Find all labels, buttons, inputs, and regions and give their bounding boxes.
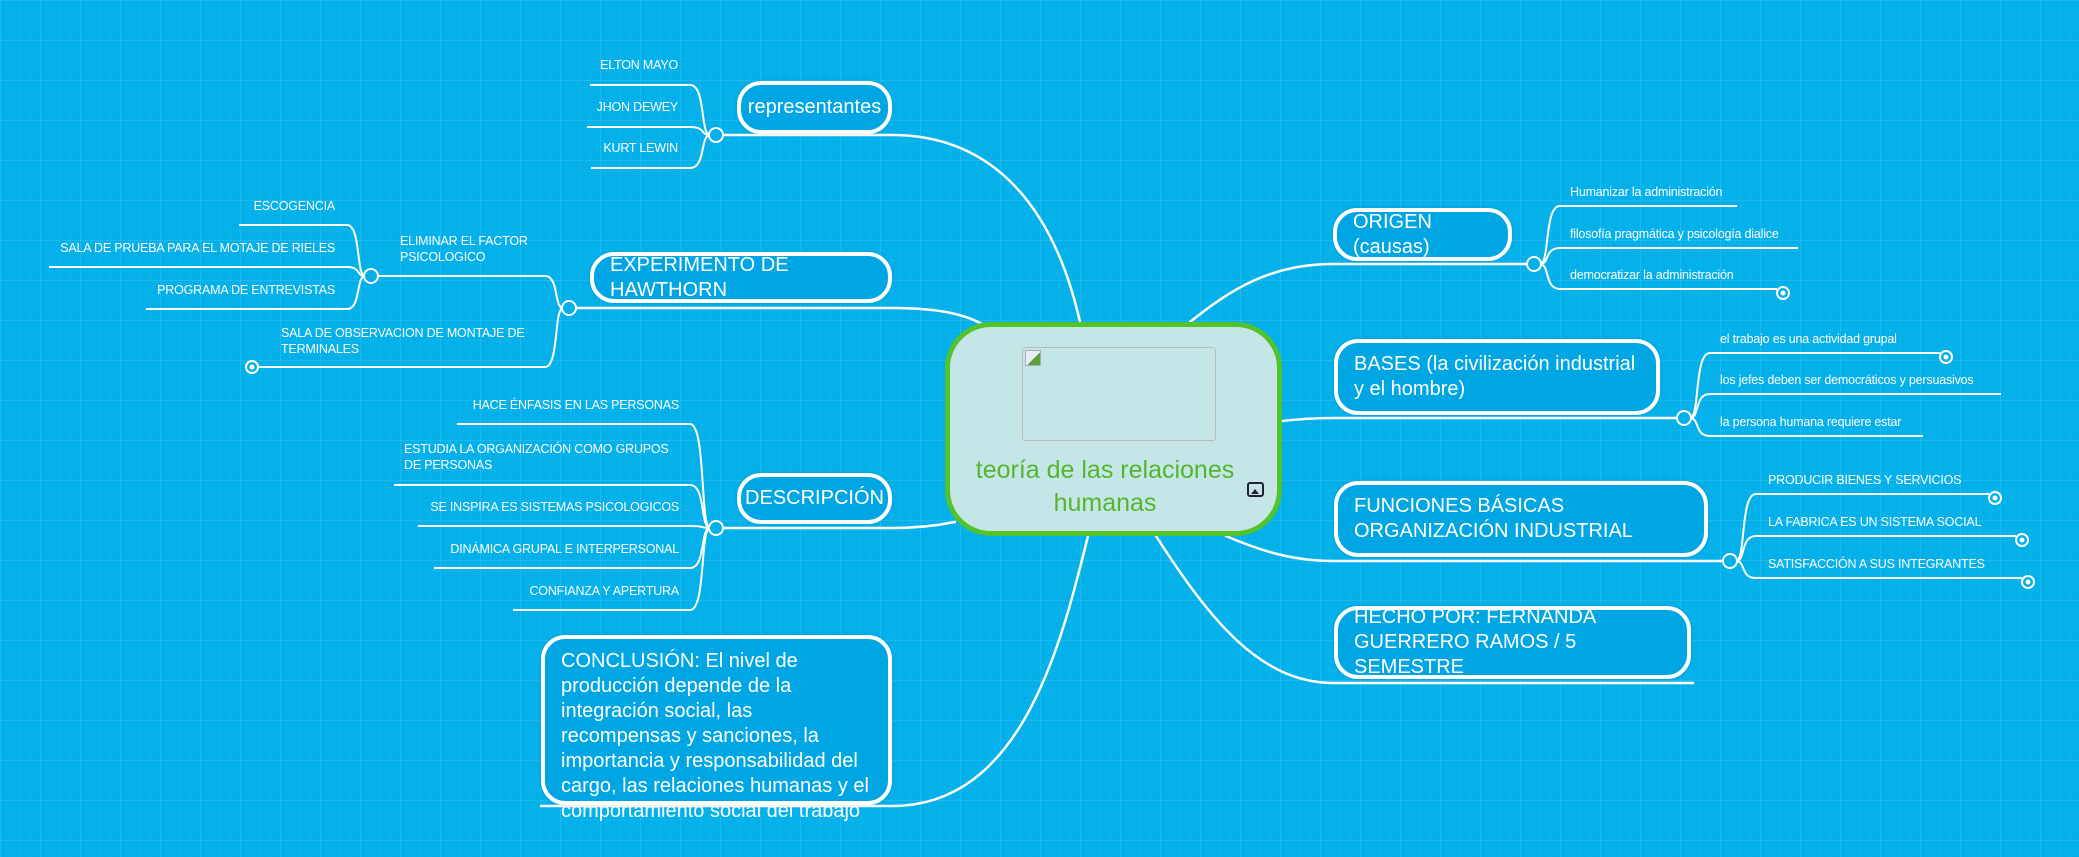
leaf-fabrica-sistema-social[interactable]: LA FABRICA ES UN SISTEMA SOCIAL <box>1768 515 1982 529</box>
leaf-connector <box>1689 417 1923 437</box>
leaf-satisfaccion[interactable]: SATISFACCIÓN A SUS INTEGRANTES <box>1768 557 1985 571</box>
leaf-connector <box>590 84 711 136</box>
leaf-dinamica-grupal[interactable]: DINÁMICA GRUPAL E INTERPERSONAL <box>450 542 679 556</box>
image-icon[interactable] <box>1247 482 1264 497</box>
leaf-sala-prueba[interactable]: SALA DE PRUEBA PARA EL MOTAJE DE RIELES <box>60 241 335 255</box>
branch-representantes[interactable]: representantes <box>737 81 892 134</box>
branch-hecho-por[interactable]: HECHO POR: FERNANDA GUERRERO RAMOS / 5 S… <box>1334 606 1691 679</box>
leaf-connector <box>1689 393 2001 419</box>
branch-label: DESCRIPCIÓN <box>745 487 884 509</box>
leaf-connector <box>258 307 564 368</box>
leaf-democratizar[interactable]: democratizar la administración <box>1570 268 1734 282</box>
collapsed-dot-icon <box>249 364 255 370</box>
branch-label: ORIGEN (causas) <box>1353 210 1432 258</box>
leaf-filosofia[interactable]: filosofía pragmática y psicología dialic… <box>1570 227 1779 241</box>
leaf-connector <box>49 266 366 277</box>
leaf-connector <box>377 275 564 309</box>
leaf-connector <box>457 423 711 529</box>
branch-collapse-toggle[interactable] <box>1676 410 1692 426</box>
leaf-connector <box>1539 263 1777 290</box>
branch-label: FUNCIONES BÁSICAS ORGANIZACIÓN INDUSTRIA… <box>1354 495 1633 542</box>
leaf-connector <box>587 126 711 136</box>
collapsed-dot-icon <box>1943 354 1949 360</box>
branch-bases[interactable]: BASES (la civilización industrial y el h… <box>1334 339 1660 415</box>
branch-label: EXPERIMENTO DE HAWTHORN <box>610 253 789 301</box>
collapsed-dot-icon <box>1780 290 1786 296</box>
collapsed-dot-icon <box>1992 495 1998 501</box>
branch-funciones[interactable]: FUNCIONES BÁSICAS ORGANIZACIÓN INDUSTRIA… <box>1334 481 1708 557</box>
branch-descripcion[interactable]: DESCRIPCIÓN <box>737 473 892 524</box>
leaf-connector <box>1735 493 1989 562</box>
branch-collapse-toggle[interactable] <box>1722 553 1738 569</box>
leaf-confianza[interactable]: CONFIANZA Y APERTURA <box>529 584 679 598</box>
branch-collapse-toggle[interactable] <box>708 127 724 143</box>
leaf-connector <box>394 484 711 529</box>
branch-experimento-hawthorn[interactable]: EXPERIMENTO DE HAWTHORN <box>590 252 892 303</box>
leaf-connector <box>1539 205 1737 265</box>
leaf-se-inspira[interactable]: SE INSPIRA ES SISTEMAS PSICOLOGICOS <box>430 500 679 514</box>
leaf-connector <box>418 525 711 529</box>
leaf-eliminar-factor-psicologico[interactable]: ELIMINAR EL FACTOR PSICOLOGICO <box>400 234 528 264</box>
leaf-kurt-lewin[interactable]: KURT LEWIN <box>603 141 678 155</box>
leaf-connector <box>1689 352 1940 419</box>
leaf-humanizar[interactable]: Humanizar la administración <box>1570 185 1723 199</box>
branch-collapse-toggle[interactable] <box>561 300 577 316</box>
leaf-connector <box>1539 247 1798 265</box>
leaf-trabajo-grupal[interactable]: el trabajo es una actividad grupal <box>1720 332 1897 346</box>
leaf-programa-entrevistas[interactable]: PROGRAMA DE ENTREVISTAS <box>157 283 335 297</box>
leaf-jefes-democraticos[interactable]: los jefes deben ser democráticos y persu… <box>1720 373 1974 387</box>
leaf-connector <box>1735 535 2016 562</box>
branch-origen[interactable]: ORIGEN (causas) <box>1333 208 1512 261</box>
leaf-persona-humana[interactable]: la persona humana requiere estar <box>1720 415 1902 429</box>
leaf-jhon-dewey[interactable]: JHON DEWEY <box>596 100 679 114</box>
broken-image-icon <box>1025 350 1041 366</box>
branch-label: CONCLUSIÓN: El nivel de producción depen… <box>561 650 869 822</box>
collapsed-dot-icon <box>2025 579 2031 585</box>
leaf-elton-mayo[interactable]: ELTON MAYO <box>600 58 678 72</box>
leaf-connector <box>591 134 711 169</box>
leaf-connector <box>513 527 711 611</box>
central-topic-title: teoría de las relaciones humanas <box>975 456 1235 517</box>
branch-conclusion[interactable]: CONCLUSIÓN: El nivel de producción depen… <box>541 635 892 822</box>
branch-label: HECHO POR: FERNANDA GUERRERO RAMOS / 5 S… <box>1354 606 1596 678</box>
leaf-connector <box>239 224 366 277</box>
leaf-connector <box>1735 560 2022 579</box>
leaf-connector <box>146 275 366 310</box>
leaf-escogencia[interactable]: ESCOGENCIA <box>253 199 336 213</box>
leaf-producir-bienes[interactable]: PRODUCIR BIENES Y SERVICIOS <box>1768 473 1962 487</box>
broken-image-placeholder <box>1022 347 1216 441</box>
collapsed-dot-icon <box>2019 537 2025 543</box>
central-topic[interactable]: teoría de las relaciones humanas <box>945 322 1282 536</box>
leaf-sala-observacion[interactable]: SALA DE OBSERVACION DE MONTAJE DE TERMIN… <box>281 326 525 356</box>
branch-collapse-toggle[interactable] <box>708 520 724 536</box>
branch-label: representantes <box>747 96 882 118</box>
branch-collapse-toggle[interactable] <box>363 268 379 284</box>
branch-label: BASES (la civilización industrial y el h… <box>1354 353 1636 400</box>
leaf-estudia-organizacion[interactable]: ESTUDIA LA ORGANIZACIÓN COMO GRUPOS DE P… <box>404 442 669 472</box>
branch-collapse-toggle[interactable] <box>1526 256 1542 272</box>
leaf-hace-enfasis[interactable]: HACE ÉNFASIS EN LAS PERSONAS <box>472 398 679 412</box>
